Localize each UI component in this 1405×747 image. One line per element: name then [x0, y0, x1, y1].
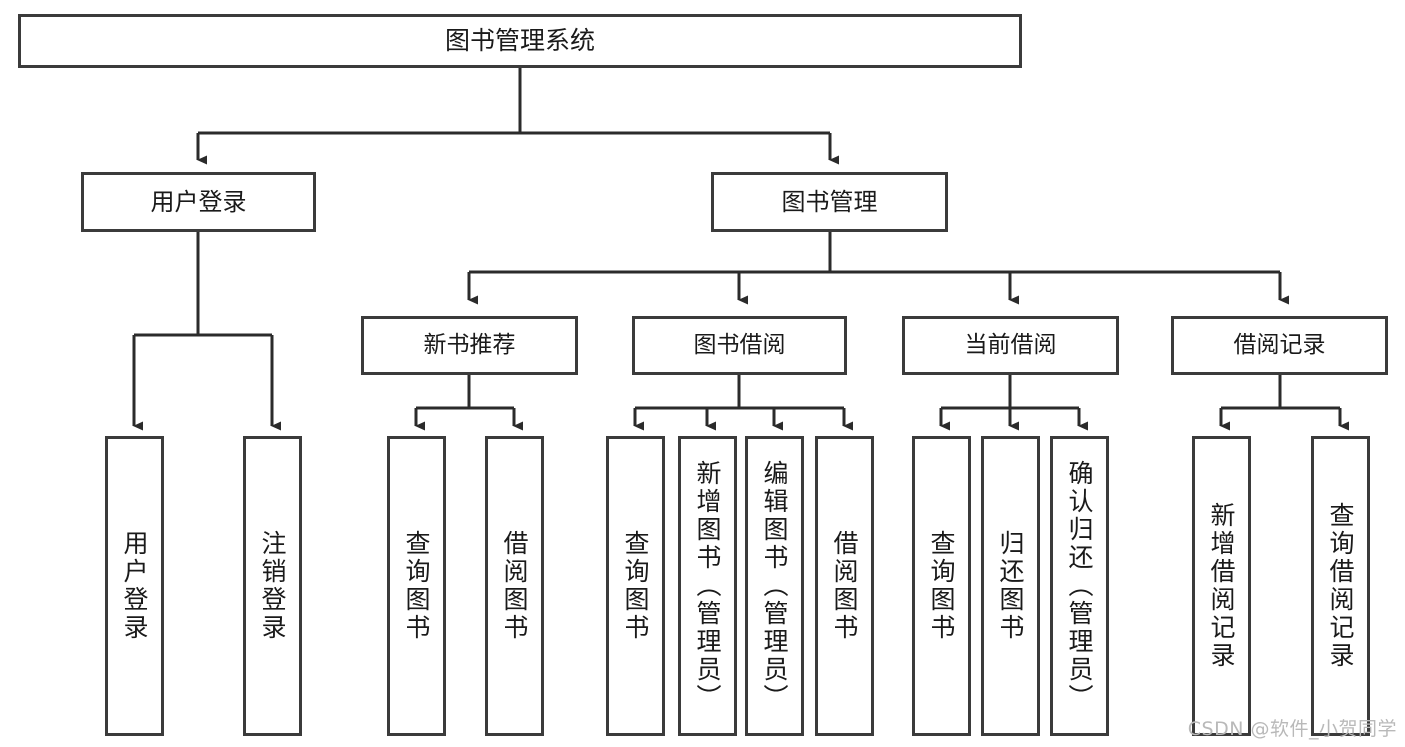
node-user-login[interactable]: 用户登录: [81, 172, 316, 232]
node-label: 用户登录: [120, 530, 149, 642]
node-label: 归还图书: [996, 530, 1025, 642]
leaf-current-borrow-confirm-return-admin[interactable]: 确认归还（管理员）: [1050, 436, 1109, 736]
node-label: 确认归还（管理员）: [1065, 460, 1094, 712]
leaf-book-borrow-add-book-admin[interactable]: 新增图书（管理员）: [678, 436, 737, 736]
leaf-borrow-record-add-record[interactable]: 新增借阅记录: [1192, 436, 1251, 736]
node-borrow-record[interactable]: 借阅记录: [1171, 316, 1388, 375]
leaf-user-login-login[interactable]: 用户登录: [105, 436, 164, 736]
node-book-management[interactable]: 图书管理: [711, 172, 948, 232]
node-label: 借阅记录: [1233, 331, 1326, 358]
node-label: 查询图书: [402, 530, 431, 642]
node-label: 查询图书: [621, 530, 650, 642]
csdn-watermark: CSDN @软件_小贺同学: [1187, 718, 1397, 740]
leaf-current-borrow-query-book[interactable]: 查询图书: [912, 436, 971, 736]
node-label: 注销登录: [258, 530, 287, 642]
leaf-book-borrow-query-book[interactable]: 查询图书: [606, 436, 665, 736]
node-label: 查询图书: [927, 530, 956, 642]
node-label: 图书借阅: [693, 331, 786, 358]
node-label: 新增图书（管理员）: [693, 460, 722, 712]
node-label: 借阅图书: [830, 530, 859, 642]
node-current-borrow[interactable]: 当前借阅: [902, 316, 1119, 375]
leaf-borrow-record-query-record[interactable]: 查询借阅记录: [1311, 436, 1370, 736]
node-label: 用户登录: [150, 187, 247, 216]
leaf-new-book-borrow-book[interactable]: 借阅图书: [485, 436, 544, 736]
node-label: 图书管理: [781, 187, 878, 216]
leaf-book-borrow-borrow-book[interactable]: 借阅图书: [815, 436, 874, 736]
node-label: 借阅图书: [500, 530, 529, 642]
node-label: 查询借阅记录: [1326, 502, 1355, 670]
leaf-new-book-query-book[interactable]: 查询图书: [387, 436, 446, 736]
leaf-user-login-logout[interactable]: 注销登录: [243, 436, 302, 736]
leaf-book-borrow-edit-book-admin[interactable]: 编辑图书（管理员）: [745, 436, 804, 736]
node-label: 新增借阅记录: [1207, 502, 1236, 670]
node-label: 当前借阅: [964, 331, 1057, 358]
node-new-book-recommend[interactable]: 新书推荐: [361, 316, 578, 375]
leaf-current-borrow-return-book[interactable]: 归还图书: [981, 436, 1040, 736]
node-label: 新书推荐: [423, 331, 516, 358]
node-label: 编辑图书（管理员）: [760, 460, 789, 712]
node-book-borrow[interactable]: 图书借阅: [632, 316, 847, 375]
node-label: 图书管理系统: [444, 26, 595, 56]
node-root-library-management-system[interactable]: 图书管理系统: [18, 14, 1022, 68]
